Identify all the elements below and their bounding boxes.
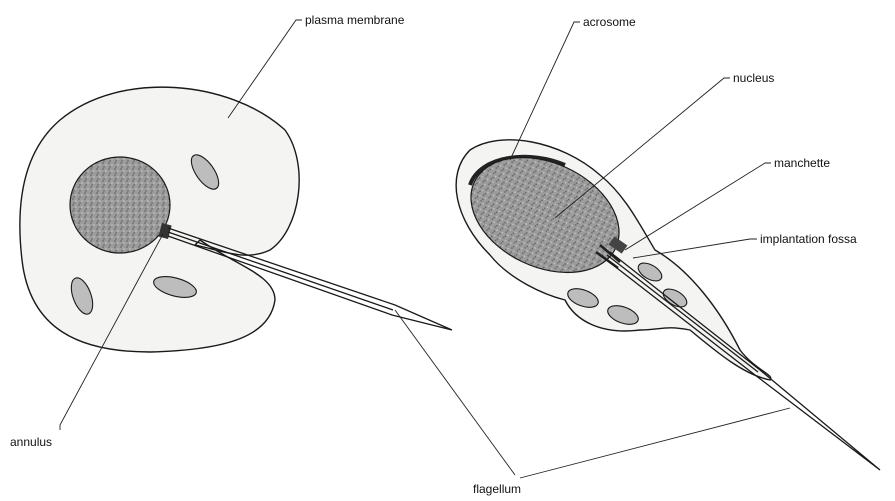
- label-nucleus: nucleus: [733, 71, 774, 85]
- elongating-spermatid: [452, 135, 880, 470]
- label-plasma-membrane: plasma membrane: [305, 13, 405, 27]
- label-annulus: annulus: [10, 435, 52, 449]
- leader-flagellum-left: [395, 310, 515, 475]
- label-implantation-fossa: implantation fossa: [760, 232, 857, 246]
- early-spermatid: [20, 87, 452, 352]
- label-flagellum: flagellum: [473, 482, 521, 496]
- leader-flagellum-right: [520, 408, 790, 478]
- label-manchette: manchette: [774, 156, 830, 170]
- label-acrosome: acrosome: [583, 15, 636, 29]
- left-nucleus: [70, 157, 170, 253]
- leader-acrosome: [510, 22, 580, 160]
